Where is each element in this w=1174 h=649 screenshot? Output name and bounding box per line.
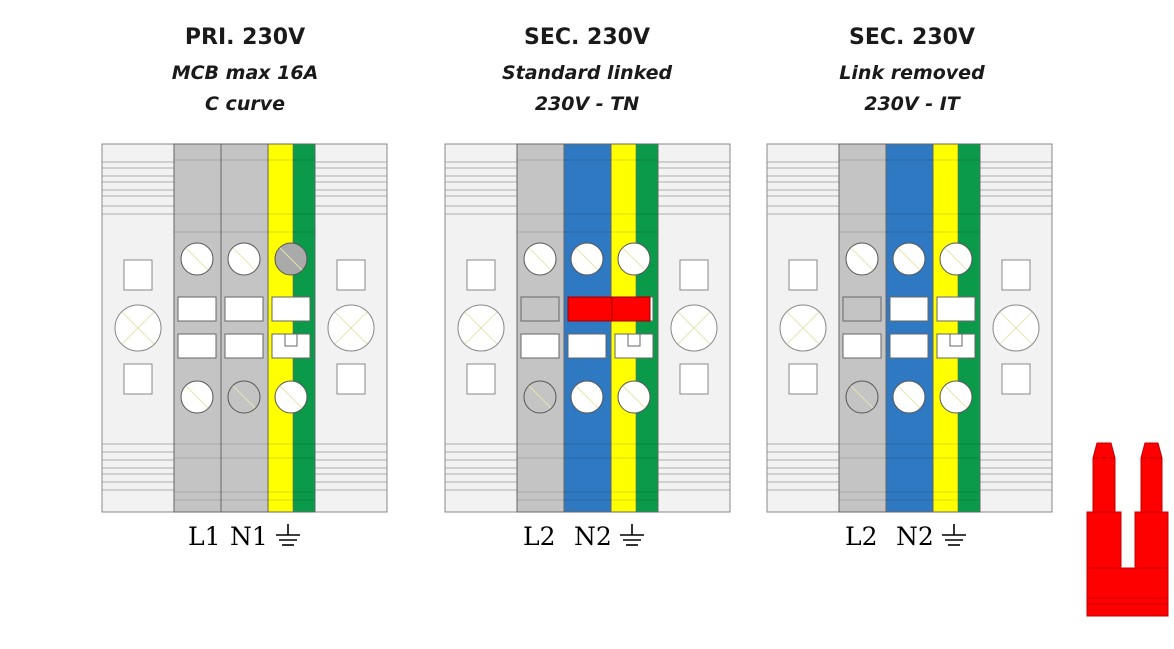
bridge-link-icon xyxy=(1086,442,1169,617)
terminal-window xyxy=(271,296,311,322)
ground-symbol-icon xyxy=(276,524,300,546)
terminal-block-secondary-linked xyxy=(444,143,731,513)
screw-slot xyxy=(575,247,599,271)
conductor-column xyxy=(563,143,612,513)
screw-slot xyxy=(897,385,921,409)
mounting-cross xyxy=(334,311,368,345)
terminal-window xyxy=(224,333,264,359)
bridge-link xyxy=(567,296,651,322)
terminal-window xyxy=(520,333,560,359)
side-window xyxy=(123,259,153,291)
ground-symbol-icon xyxy=(942,524,966,546)
screw-slot xyxy=(185,385,209,409)
conductor-column xyxy=(885,143,934,513)
block2-terminal-n-label: N2 xyxy=(574,522,612,551)
terminal-window xyxy=(177,296,217,322)
block2-line1: Standard linked xyxy=(501,62,673,84)
mounting-cross xyxy=(677,311,711,345)
side-window xyxy=(1001,363,1031,395)
screw-slot xyxy=(622,385,646,409)
screw-slot xyxy=(528,385,552,409)
terminal-block-primary xyxy=(101,143,388,513)
block1-terminal-n-label: N1 xyxy=(230,522,268,551)
pe-latch xyxy=(627,333,641,347)
terminal-window xyxy=(889,333,929,359)
block2-line2: 230V - TN xyxy=(534,93,640,115)
screw-slot xyxy=(897,247,921,271)
screw-slot xyxy=(850,385,874,409)
conductor-column xyxy=(838,143,887,513)
pe-latch xyxy=(949,333,963,347)
screw-slot xyxy=(944,247,968,271)
block2-terminal-l-label: L2 xyxy=(523,522,556,551)
screw-slot xyxy=(232,385,256,409)
block1-terminal-l-label: L1 xyxy=(188,522,221,551)
terminal-window xyxy=(936,296,976,322)
screw-slot xyxy=(279,247,303,271)
terminal-window xyxy=(567,333,607,359)
terminal-window xyxy=(224,296,264,322)
screw-slot xyxy=(279,385,303,409)
side-window xyxy=(679,363,709,395)
mounting-cross xyxy=(786,311,820,345)
block1-title: PRI. 230V xyxy=(184,25,306,50)
conductor-column xyxy=(220,143,269,513)
side-window xyxy=(336,363,366,395)
side-window xyxy=(123,363,153,395)
terminal-window xyxy=(177,333,217,359)
screw-slot xyxy=(528,247,552,271)
earth-stripe xyxy=(292,143,316,513)
screw-slot xyxy=(850,247,874,271)
side-window xyxy=(336,259,366,291)
screw-slot xyxy=(232,247,256,271)
mounting-cross xyxy=(999,311,1033,345)
terminal-window xyxy=(842,333,882,359)
block3-line2: 230V - IT xyxy=(864,93,960,115)
block3-line1: Link removed xyxy=(839,62,985,84)
conductor-column xyxy=(516,143,565,513)
side-window xyxy=(788,363,818,395)
side-window xyxy=(679,259,709,291)
side-window xyxy=(466,363,496,395)
terminal-window xyxy=(520,296,560,322)
conductor-column xyxy=(173,143,222,513)
pe-latch xyxy=(284,333,298,347)
side-window xyxy=(466,259,496,291)
block1-line1: MCB max 16A xyxy=(171,62,319,84)
screw-slot xyxy=(185,247,209,271)
screw-slot xyxy=(575,385,599,409)
screw-slot xyxy=(944,385,968,409)
terminal-block-secondary-link-removed xyxy=(766,143,1053,513)
earth-stripe xyxy=(957,143,981,513)
block3-terminal-l-label: L2 xyxy=(845,522,878,551)
side-window xyxy=(788,259,818,291)
block3-title: SEC. 230V xyxy=(849,25,975,50)
earth-stripe xyxy=(635,143,659,513)
block1-line2: C curve xyxy=(205,93,285,115)
mounting-cross xyxy=(464,311,498,345)
ground-symbol-icon xyxy=(620,524,644,546)
block3-terminal-n-label: N2 xyxy=(896,522,934,551)
terminal-window xyxy=(842,296,882,322)
terminal-window xyxy=(889,296,929,322)
side-window xyxy=(1001,259,1031,291)
block2-title: SEC. 230V xyxy=(524,25,650,50)
mounting-cross xyxy=(121,311,155,345)
screw-slot xyxy=(622,247,646,271)
